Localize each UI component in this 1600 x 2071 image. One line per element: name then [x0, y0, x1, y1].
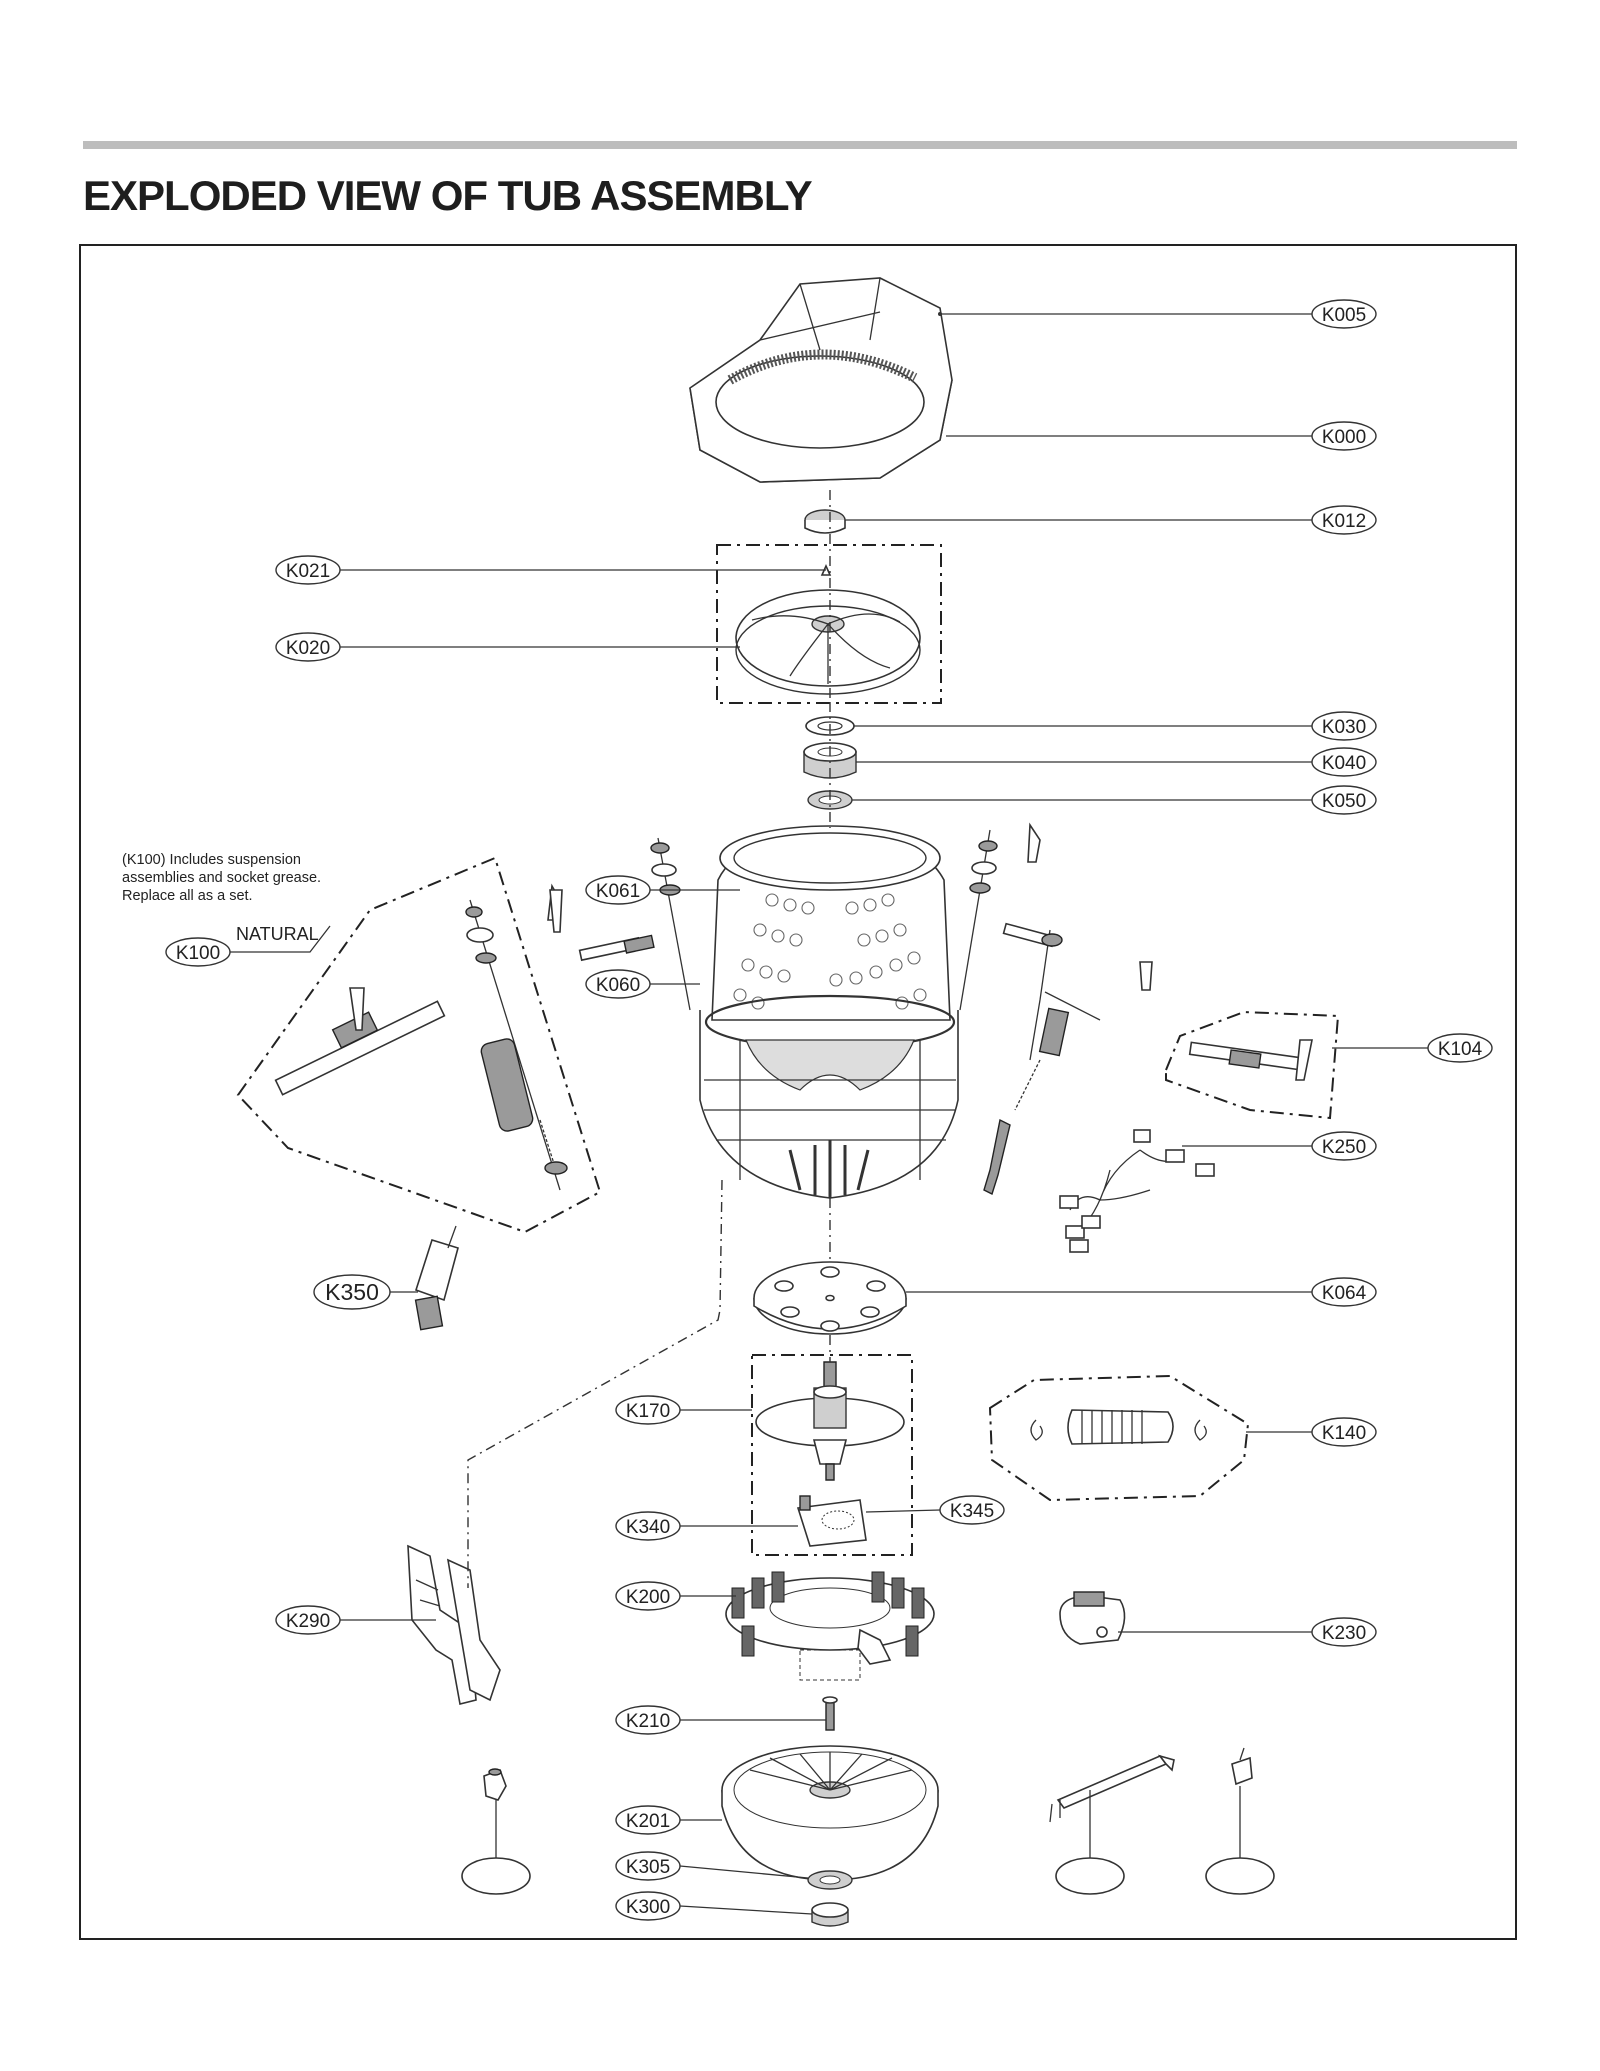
damper-part	[1188, 1039, 1313, 1081]
note-line-2: assemblies and socket grease.	[122, 870, 321, 886]
svg-text:K000: K000	[1322, 427, 1366, 448]
suspension-set-dashed-box	[236, 856, 602, 1234]
bracket-connector-line	[467, 1179, 723, 1588]
svg-text:K100: K100	[176, 943, 220, 964]
bolt-part	[822, 1696, 838, 1731]
callout-K060: K060	[585, 969, 651, 999]
tub-cover-part	[689, 277, 953, 483]
suspension-set-part	[274, 889, 568, 1191]
svg-text:K345: K345	[950, 1501, 994, 1522]
callout-K064: K064	[1311, 1277, 1377, 1307]
callout-K345: K345	[939, 1495, 1005, 1525]
sensor-part	[414, 1225, 459, 1331]
clip-placeholder	[1205, 1857, 1275, 1895]
bracket-part	[407, 1544, 501, 1705]
svg-text:K290: K290	[286, 1611, 330, 1632]
callout-K230: K230	[1311, 1617, 1377, 1647]
hall-sensor-part	[796, 1495, 867, 1547]
suspension-rod-right-part	[959, 822, 1153, 1195]
svg-text:K061: K061	[596, 881, 640, 902]
page-title: EXPLODED VIEW OF TUB ASSEMBLY	[83, 172, 813, 219]
svg-text:K030: K030	[1322, 717, 1366, 738]
svg-text:K350: K350	[325, 1279, 379, 1305]
callout-K250: K250	[1311, 1131, 1377, 1161]
tub-body-part	[699, 825, 959, 1199]
svg-text:K340: K340	[626, 1517, 670, 1538]
small-bracket-part	[483, 1768, 507, 1801]
cap-part	[804, 509, 846, 534]
callout-K005: K005	[1311, 299, 1377, 329]
svg-text:K201: K201	[626, 1811, 670, 1832]
svg-text:K140: K140	[1322, 1423, 1366, 1444]
pulsator-part	[735, 564, 921, 695]
svg-text:K021: K021	[286, 561, 330, 582]
svg-text:K064: K064	[1322, 1283, 1367, 1304]
heater-placeholder	[1055, 1857, 1125, 1895]
callout-K300: K300	[615, 1891, 681, 1921]
svg-text:K230: K230	[1322, 1623, 1366, 1644]
callout-K140: K140	[1311, 1417, 1377, 1447]
suspension-note: (K100) Includes suspension assemblies an…	[122, 852, 321, 904]
svg-text:K050: K050	[1322, 791, 1366, 812]
heater-part	[1049, 1754, 1175, 1823]
callout-K100: K100	[165, 937, 231, 967]
diagram-frame	[79, 244, 1517, 1940]
svg-text:K104: K104	[1438, 1039, 1483, 1060]
callout-K340: K340	[615, 1511, 681, 1541]
svg-text:K305: K305	[626, 1857, 670, 1878]
svg-text:K210: K210	[626, 1711, 670, 1732]
callout-K000: K000	[1311, 421, 1377, 451]
svg-text:K250: K250	[1322, 1137, 1366, 1158]
callout-K050: K050	[1311, 785, 1377, 815]
rotor-part	[721, 1745, 939, 1881]
svg-text:K012: K012	[1322, 511, 1366, 532]
note-line-1: (K100) Includes suspension	[122, 852, 301, 868]
svg-text:K170: K170	[626, 1401, 670, 1422]
callout-K040: K040	[1311, 747, 1377, 777]
leader-lines	[230, 312, 1428, 1915]
callout-K200: K200	[615, 1581, 681, 1611]
callout-K290: K290	[275, 1605, 341, 1635]
top-rule	[83, 141, 1517, 149]
hose-dashed-box	[988, 1374, 1250, 1502]
callout-K012: K012	[1311, 505, 1377, 535]
callout-K201: K201	[615, 1805, 681, 1835]
callout-K170: K170	[615, 1395, 681, 1425]
callout-K061: K061	[585, 875, 651, 905]
svg-text:K005: K005	[1322, 305, 1366, 326]
clip-part	[1231, 1747, 1253, 1786]
damper-dashed-box	[1165, 1010, 1340, 1120]
plate-part	[753, 1261, 907, 1335]
wire-harness-part	[1059, 1129, 1215, 1253]
small-bracket-placeholder	[461, 1857, 531, 1895]
svg-text:K040: K040	[1322, 753, 1366, 774]
callout-K350: K350	[313, 1274, 391, 1310]
bearing-housing-part	[755, 1361, 905, 1481]
pulsator-dashed-box	[716, 544, 942, 704]
svg-text:K020: K020	[286, 638, 330, 659]
svg-text:K300: K300	[626, 1897, 670, 1918]
callout-K305: K305	[615, 1851, 681, 1881]
callout-K104: K104	[1427, 1033, 1493, 1063]
pump-motor-part	[1059, 1591, 1126, 1645]
callout-K021: K021	[275, 555, 341, 585]
callout-K210: K210	[615, 1705, 681, 1735]
washer-bottom-part	[807, 1870, 853, 1890]
svg-text:K200: K200	[626, 1587, 670, 1608]
svg-text:K060: K060	[596, 975, 640, 996]
nut-part	[811, 1902, 849, 1927]
hose-part	[1030, 1409, 1207, 1445]
callout-K020: K020	[275, 632, 341, 662]
callout-K030: K030	[1311, 711, 1377, 741]
natural-label: NATURAL	[236, 924, 319, 944]
stator-part	[725, 1571, 935, 1681]
note-line-3: Replace all as a set.	[122, 888, 253, 904]
bearing-dashed-box	[751, 1354, 913, 1556]
